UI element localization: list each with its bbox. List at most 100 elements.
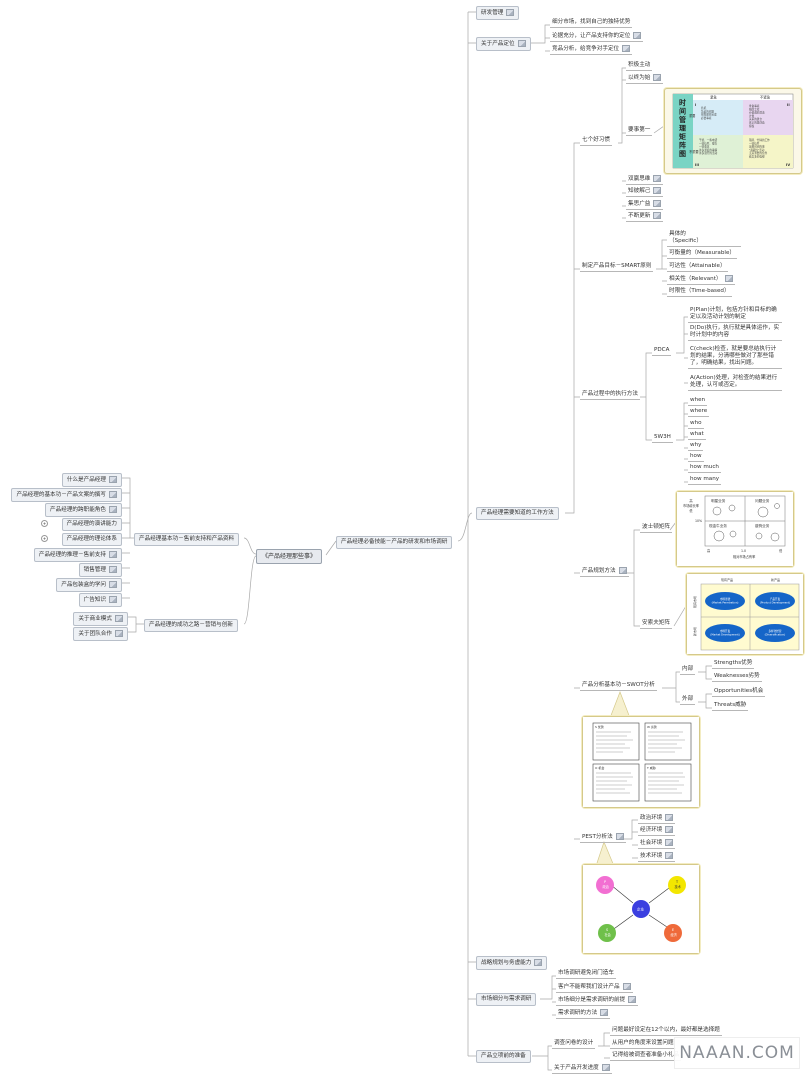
- branch-sales-support[interactable]: 产品经理基本功－售前支持和产品资料: [134, 533, 240, 546]
- swot-item[interactable]: Opportunities机会: [712, 688, 766, 697]
- expand-toggle-icon[interactable]: +: [41, 535, 48, 542]
- topic-label: 销售管理: [83, 567, 106, 573]
- swot-item[interactable]: Weaknesses劣势: [712, 673, 762, 682]
- note-icon: [665, 839, 674, 846]
- matrix-q2-line: 计划: [749, 114, 755, 118]
- topic-teamwork[interactable]: 关于团队合作: [73, 627, 128, 641]
- topic-execution[interactable]: 产品过程中的执行方法: [580, 391, 640, 400]
- note-icon: [115, 615, 123, 622]
- w5h3-item[interactable]: how many: [688, 476, 722, 485]
- swot-item[interactable]: Threats威胁: [712, 702, 749, 711]
- pest-item[interactable]: 政治环境: [638, 814, 676, 824]
- w5h3-item[interactable]: how much: [688, 464, 721, 473]
- topic-label: 产品经理的理论体系: [66, 536, 117, 542]
- survey-item[interactable]: 问题最好设定在12个以内，最好都是选择题: [610, 1027, 722, 1036]
- smart-item[interactable]: 具体的 （Specific）: [667, 231, 741, 247]
- topic-pest[interactable]: PEST分析法: [580, 833, 626, 843]
- topic-strategy[interactable]: 战略规划与务虚能力: [476, 956, 548, 970]
- ansoff-cell-labels: 市场渗透(Market Penetration)产品开发(Product Dev…: [710, 597, 790, 636]
- topic-business-model[interactable]: 关于商业模式: [73, 612, 128, 626]
- pest-item[interactable]: 社会环境: [638, 839, 676, 849]
- topic-theory[interactable]: 产品经理的理论体系: [61, 533, 122, 546]
- topic-5w3h[interactable]: 5W3H: [652, 434, 673, 443]
- item-label: who: [690, 420, 702, 426]
- topic-rd-management[interactable]: 研发管理: [476, 6, 520, 20]
- market-item[interactable]: 需求调研的方法: [556, 1009, 611, 1019]
- survey-item[interactable]: 从用户的角度来设置问题: [610, 1040, 676, 1049]
- habit-item[interactable]: 要事第一: [626, 127, 653, 136]
- topic-presales[interactable]: 产品经理的推理－售前支持: [33, 548, 122, 562]
- market-item[interactable]: 市场细分是需求调研的前提: [556, 996, 639, 1006]
- ansoff-matrix-image[interactable]: 现有产品 新产品 现有市场 新市场 市场渗透(Market Penetratio…: [686, 573, 804, 655]
- survey-item[interactable]: 记得给被调查者准备小礼品: [610, 1052, 682, 1061]
- topic-swot[interactable]: 产品分析基本功－SWOT分析: [580, 682, 657, 691]
- habit-item[interactable]: 以终为始: [626, 74, 664, 84]
- pdca-item[interactable]: D(Do)执行，执行就是具体运作，实时计划中的内容: [688, 325, 782, 341]
- matrix-q2-line: 授权: [749, 124, 755, 128]
- bcg-x-axis-label: 相对市场占有率: [733, 554, 756, 559]
- item-label: 市场细分是需求调研的前提: [558, 997, 626, 1003]
- item-label: PEST分析法: [582, 834, 613, 840]
- positioning-item[interactable]: 细分市场，找到自己的独特优势: [550, 19, 633, 28]
- topic-packaging[interactable]: 产品包装盒的学问: [56, 578, 122, 592]
- habit-item[interactable]: 双赢思维: [626, 175, 664, 185]
- topic-work-methods[interactable]: 产品经理需要知道的工作方法: [476, 507, 559, 520]
- topic-presentation[interactable]: 产品经理的演讲能力: [61, 518, 122, 531]
- positioning-item[interactable]: 竞品分析，给竞争对手定位: [550, 45, 633, 55]
- pest-item[interactable]: 技术环境: [638, 852, 676, 862]
- smart-item[interactable]: 可达性（Attainable）: [667, 263, 728, 272]
- w5h3-item[interactable]: who: [688, 420, 704, 429]
- bcg-matrix-image[interactable]: 明星业务 问题业务 现金牛业务 瘦狗业务 高市场增长率低 10% 高 1.0 低…: [676, 491, 794, 567]
- topic-copywriting[interactable]: 产品经理的基本功－产品文案的撰写: [11, 488, 122, 502]
- topic-positioning[interactable]: 关于产品定位: [476, 37, 531, 51]
- swot-internal[interactable]: 内部: [680, 666, 696, 675]
- topic-advertising[interactable]: 广告知识: [78, 593, 122, 607]
- smart-item[interactable]: 相关性（Relevant）: [667, 275, 735, 285]
- habit-item[interactable]: 积极主动: [626, 62, 653, 71]
- topic-planning[interactable]: 产品规划方法: [580, 567, 629, 577]
- topic-smart[interactable]: 制定产品目标－SMART原则: [580, 263, 654, 272]
- swot-external[interactable]: 外部: [680, 696, 696, 705]
- w5h3-item[interactable]: when: [688, 397, 708, 406]
- habit-item[interactable]: 知彼解己: [626, 187, 664, 197]
- expand-toggle-icon[interactable]: +: [41, 520, 48, 527]
- w5h3-item[interactable]: where: [688, 408, 710, 417]
- market-item[interactable]: 客户不能帮我们设计产品: [556, 983, 633, 993]
- topic-what-is-pm[interactable]: 什么是产品经理: [61, 473, 122, 487]
- swot-item[interactable]: Strengths优势: [712, 660, 755, 669]
- launch-dev-progress[interactable]: 关于产品开发进度: [552, 1064, 612, 1074]
- note-icon: [506, 9, 515, 16]
- w5h3-item[interactable]: why: [688, 442, 704, 451]
- topic-cross-functional[interactable]: 产品经理的跨职能角色: [45, 503, 122, 517]
- pest-chart-image[interactable]: 企业 P 政治 T 技术 S 社会 E 经济: [582, 864, 700, 954]
- time-matrix-image[interactable]: 紧急 不紧急 重要 不重要 时间管理矩阵图 I II III IV 危机急迫的问…: [664, 88, 802, 174]
- positioning-item[interactable]: 论据充分，让产品支持你的定位: [550, 32, 644, 42]
- habit-item[interactable]: 不断更新: [626, 212, 664, 222]
- habit-item[interactable]: 集思广益: [626, 200, 664, 210]
- planning-item-ansoff[interactable]: 安索夫矩阵: [640, 620, 672, 629]
- pest-node-s: [598, 924, 616, 942]
- matrix-q1-line: 急迫的问题: [701, 109, 714, 113]
- branch-marketing-innovation[interactable]: 产品经理的成功之路－营销与创新: [144, 619, 238, 632]
- topic-sales-management[interactable]: 销售管理: [78, 563, 122, 577]
- topic-pdca[interactable]: PDCA: [652, 347, 672, 356]
- topic-market-segmentation[interactable]: 市场细分与需求调研: [476, 993, 537, 1006]
- w5h3-item[interactable]: what: [688, 431, 706, 440]
- root-topic[interactable]: 《产品经理那些事》: [256, 549, 323, 564]
- smart-item[interactable]: 可衡量的（Measurable）: [667, 250, 737, 259]
- smart-item[interactable]: 时限性（Time-based）: [667, 288, 732, 297]
- branch-rd-research[interactable]: 产品经理必备技能－产品的研发和市场调研: [336, 536, 453, 549]
- pdca-item[interactable]: A(Action)处理，对检查的结果进行处理，认可或否定。: [688, 375, 782, 391]
- pest-item[interactable]: 经济环境: [638, 826, 676, 836]
- market-item[interactable]: 市场调研避免闭门造车: [556, 970, 616, 979]
- topic-launch-prep[interactable]: 产品立项前的准备: [476, 1050, 531, 1063]
- swot-chart-image[interactable]: S 优势 W 劣势 O 机会 T 威胁: [582, 716, 700, 808]
- launch-survey[interactable]: 调查问卷的设计: [552, 1040, 596, 1049]
- w5h3-item[interactable]: how: [688, 453, 704, 462]
- pdca-item[interactable]: P(Plan)计划，包括方针和目标的确定以及活动计划的制定: [688, 307, 782, 323]
- planning-item-bcg[interactable]: 波士顿矩阵: [640, 524, 672, 533]
- topic-seven-habits[interactable]: 七个好习惯: [580, 137, 612, 146]
- pdca-item[interactable]: C(check)检查，就是要总结执行计划的结果，分清哪些做对了那些错了，明确结果…: [688, 346, 782, 369]
